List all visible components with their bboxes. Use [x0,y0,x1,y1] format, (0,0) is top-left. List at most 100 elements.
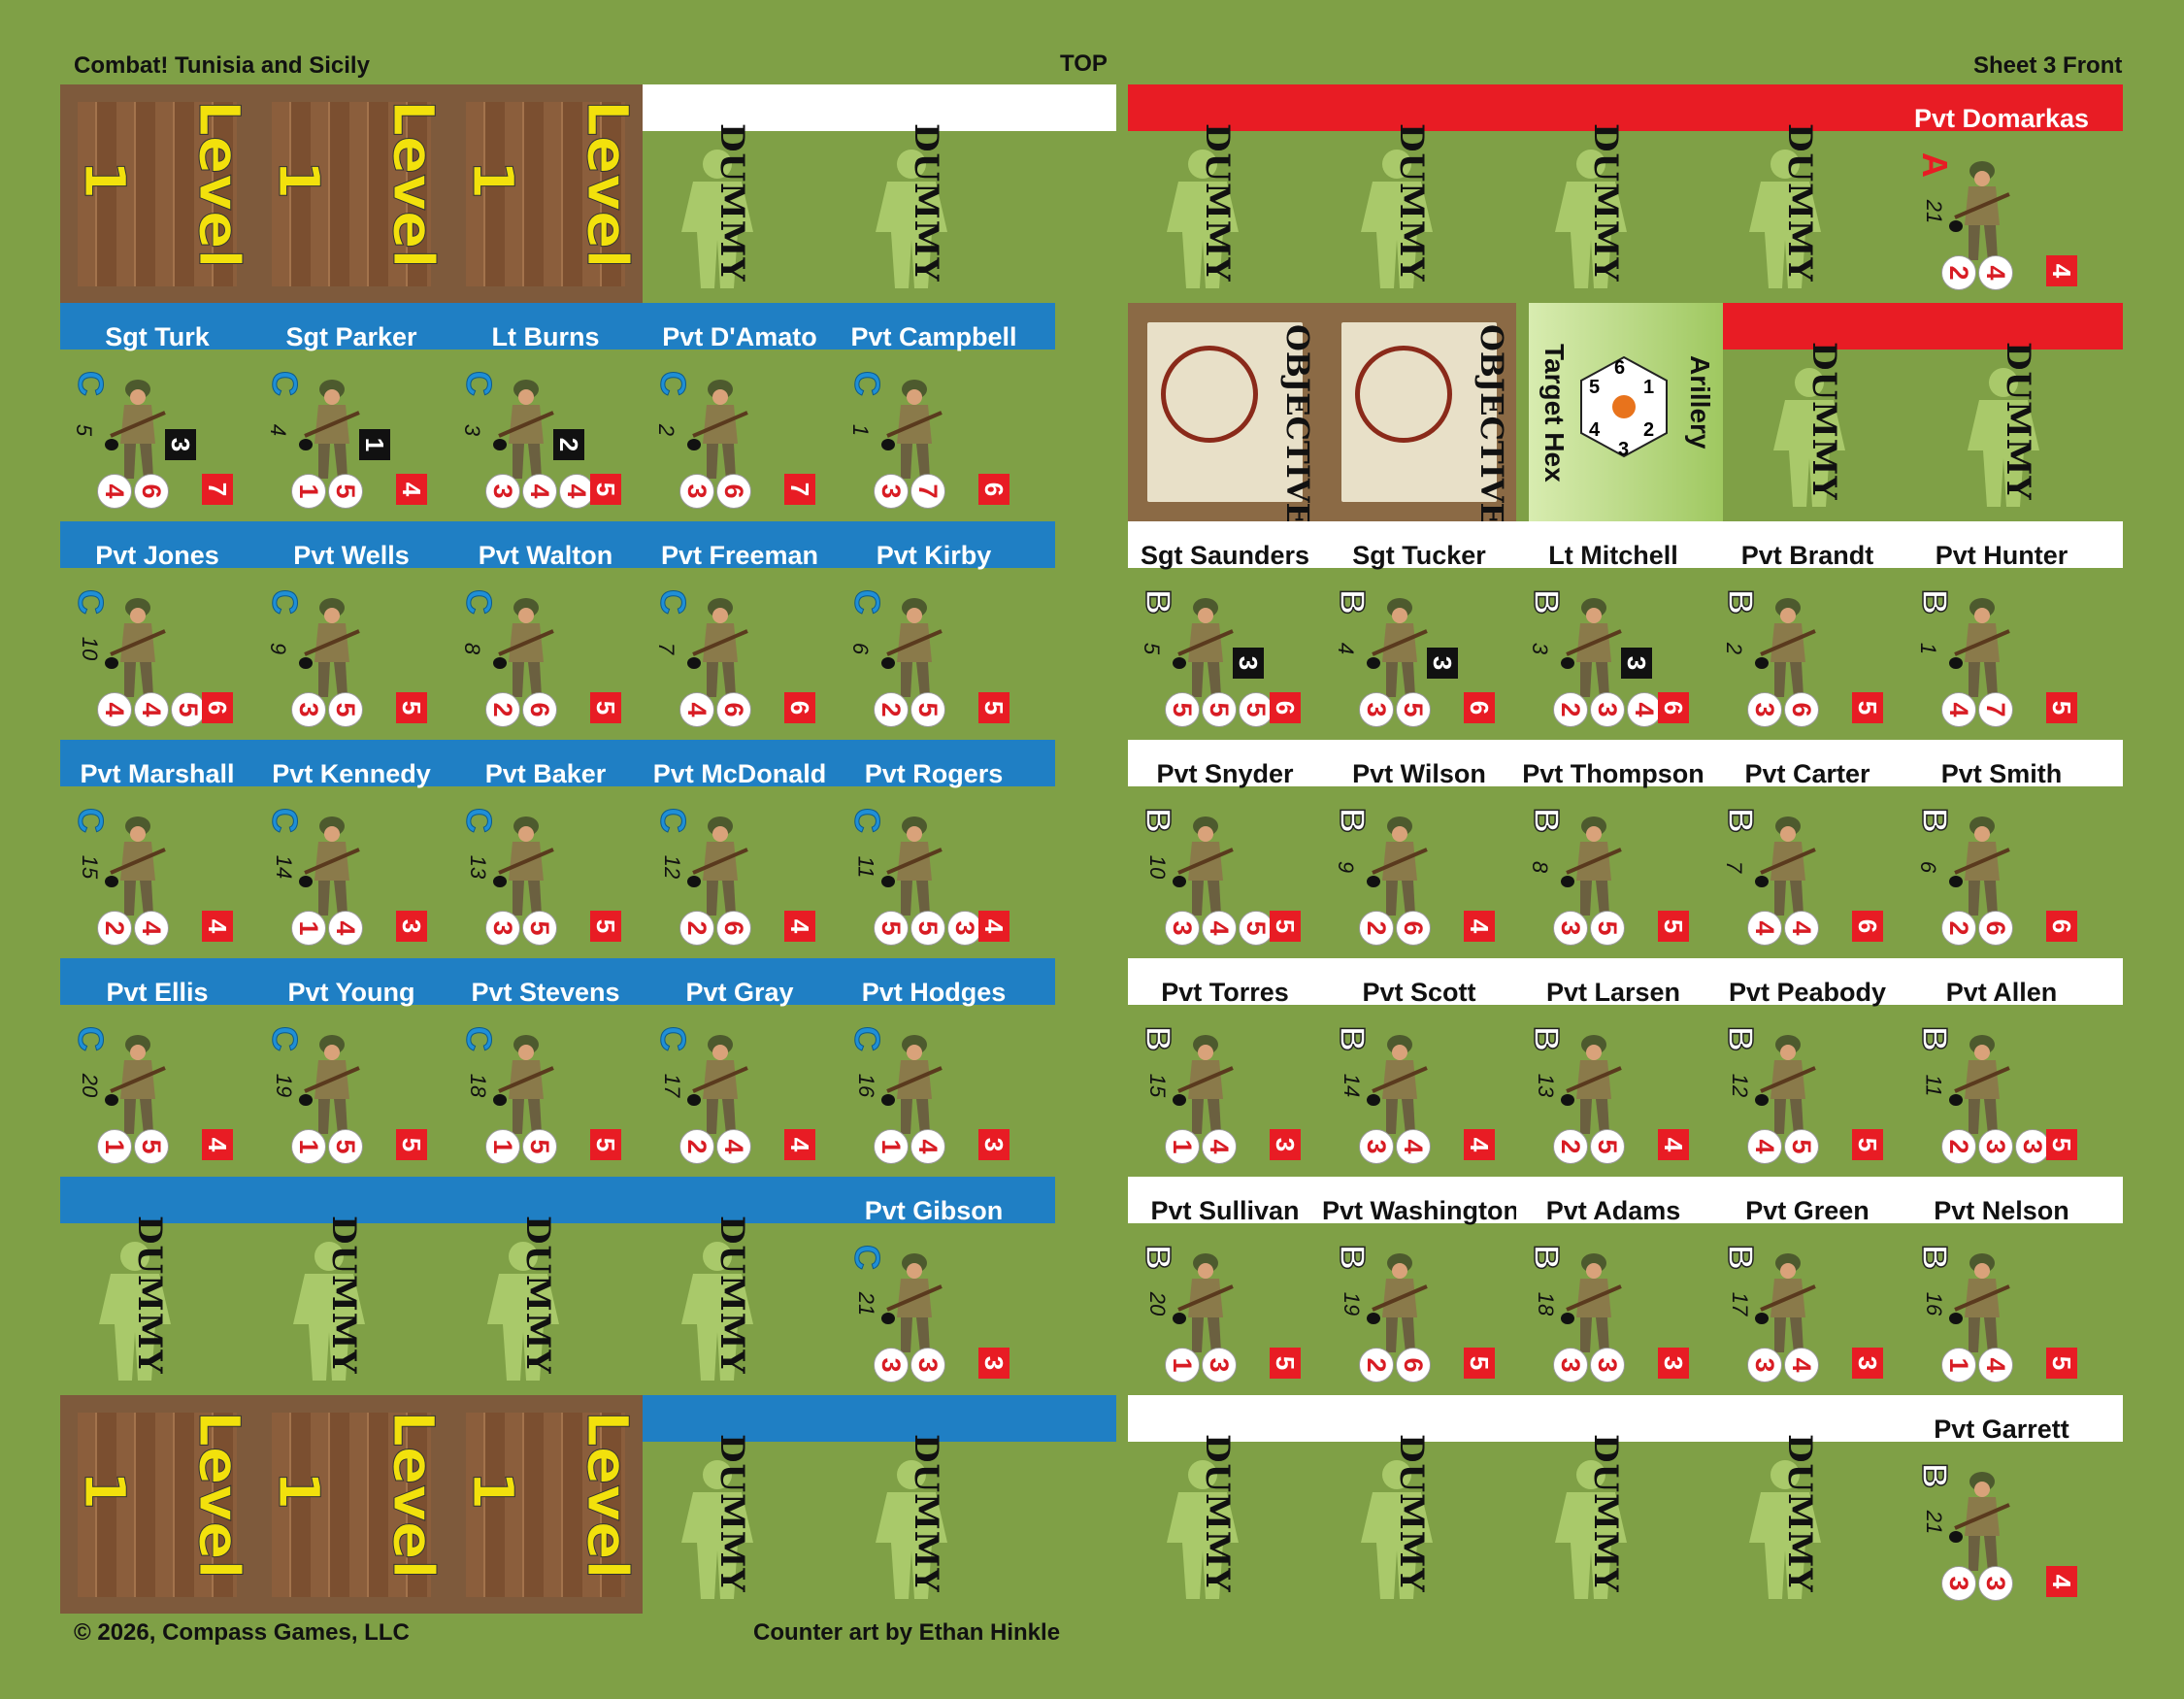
dummy-counter[interactable]: DUMMY [1735,303,1929,521]
dummy-counter[interactable]: DUMMY [1322,1395,1516,1614]
morale-box: 7 [202,474,233,505]
dummy-counter[interactable]: DUMMY [448,1177,643,1395]
rating-circle: 5 [1202,692,1237,727]
unit-class: C [653,589,694,616]
soldier-figure-icon [1760,598,1816,697]
dummy-counter[interactable]: DUMMY [1128,84,1322,303]
objective-counter[interactable]: OBJECTIVE [1322,303,1516,526]
dummy-counter[interactable]: DUMMY [1322,84,1516,303]
rating-circle: 3 [1978,1566,2013,1601]
morale-box: 4 [2046,1566,2077,1597]
grenade-icon [1173,1094,1186,1106]
dummy-counter[interactable]: DUMMY [643,84,837,303]
soldier-figure-icon [498,598,554,697]
dummy-counter[interactable]: DUMMY [643,1177,837,1395]
dummy-counter[interactable]: DUMMY [1516,84,1710,303]
dummy-counter[interactable]: DUMMY [1710,1395,1904,1614]
dummy-counter[interactable]: DUMMY [643,1395,837,1614]
level-number: 1 [460,159,527,200]
grenade-icon [299,439,313,450]
rating-circle: 3 [1165,911,1200,946]
soldier-figure-icon [1177,1253,1234,1352]
rating-circle: 5 [1165,692,1200,727]
dummy-counter[interactable]: DUMMY [1516,1395,1710,1614]
dummy-counter[interactable]: DUMMY [254,1177,448,1395]
unit-name: Lt Burns [491,322,600,351]
dummy-counter[interactable]: DUMMY [837,1395,1031,1614]
objective-counter[interactable]: OBJECTIVE [1128,303,1322,526]
morale-box: 3 [396,911,427,942]
rating-circle: 3 [1359,1129,1394,1164]
unit-class: C [653,808,694,834]
morale-box: 6 [784,692,815,723]
rating-circle: 4 [1202,911,1237,946]
dummy-counter[interactable]: DUMMY [1128,1395,1322,1614]
unit-name: Pvt Freeman [660,541,819,570]
level-number: 1 [460,1470,527,1511]
dummy-counter[interactable]: DUMMY [837,84,1031,303]
unit-class: B [1720,1025,1762,1052]
unit-class: B [1720,807,1762,834]
dummy-counter[interactable]: DUMMY [60,1177,254,1395]
rating-circle: 3 [1359,692,1394,727]
dummy-label: DUMMY [1198,123,1237,283]
dummy-counter[interactable]: DUMMY [1710,84,1904,303]
rating-circle: 2 [679,1129,714,1164]
unit-number: 2 [654,423,679,437]
unit-number: 21 [1922,199,1947,224]
rating-circle: 3 [1978,1129,2013,1164]
dummy-counter[interactable]: DUMMY [1929,303,2123,521]
